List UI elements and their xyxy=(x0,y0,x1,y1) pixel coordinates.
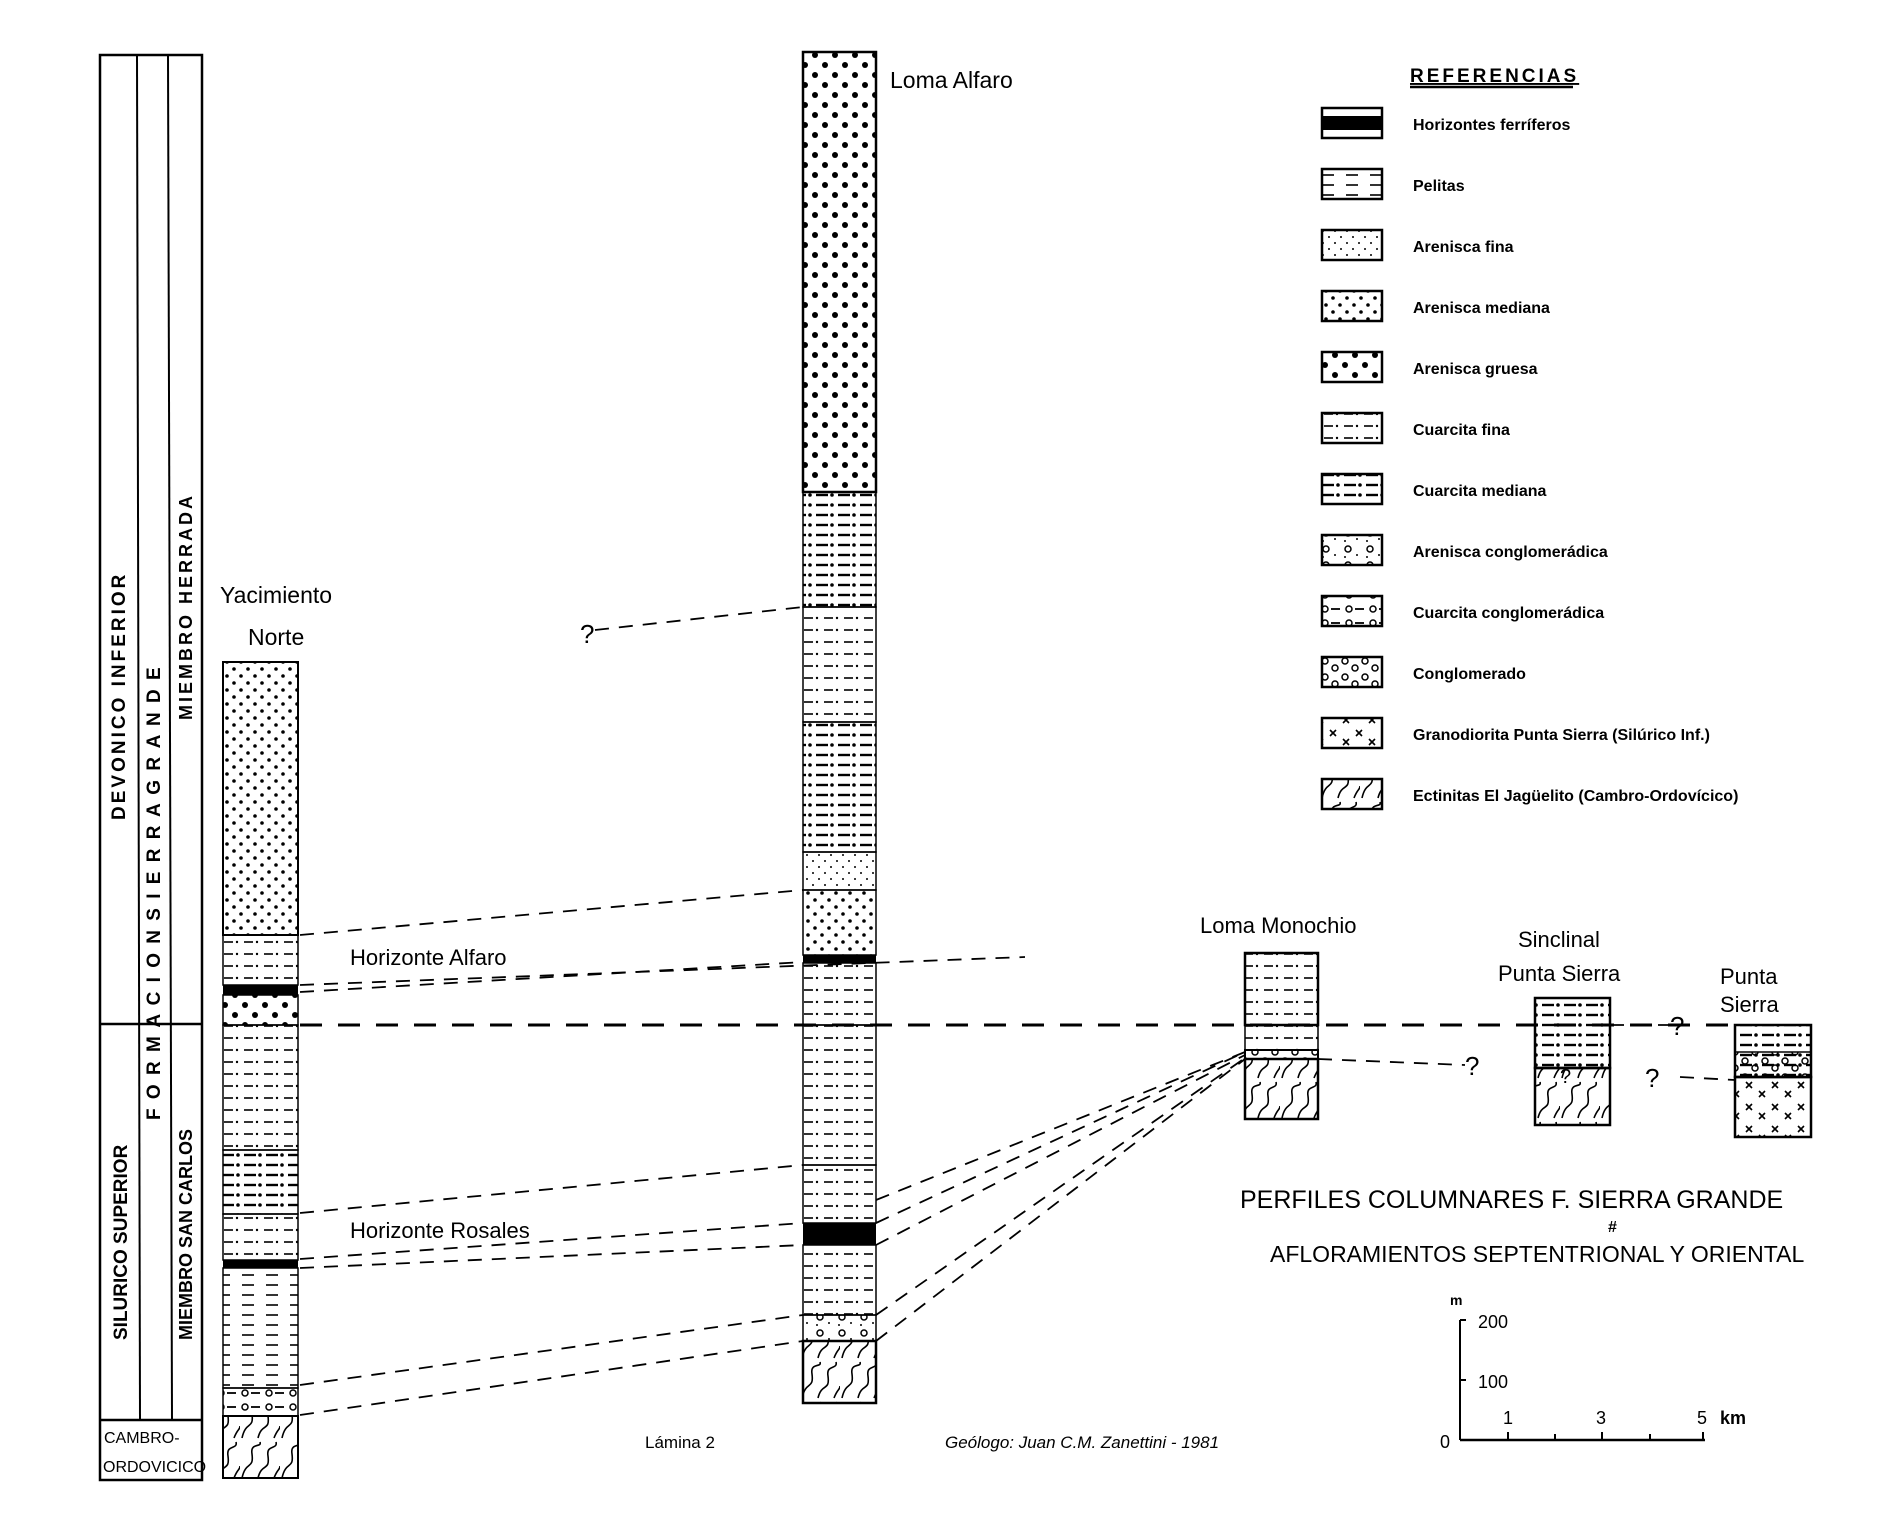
column-loma-monochio: Loma Monochio xyxy=(1200,913,1357,1121)
legend-swatch-ectinitas xyxy=(1320,777,1384,811)
question-mark: ? xyxy=(1645,1063,1659,1093)
label-cambro: CAMBRO- xyxy=(104,1430,180,1447)
scale-v-tick-100: 100 xyxy=(1478,1372,1508,1392)
legend-label: Horizontes ferríferos xyxy=(1413,117,1570,134)
legend-label: Cuarcita mediana xyxy=(1413,483,1546,500)
label-miembro-san-carlos: MIEMBRO SAN CARLOS xyxy=(176,1129,196,1340)
stratigraphic-frame: DEVONICO INFERIOR SILURICO SUPERIOR F O … xyxy=(98,53,206,1482)
label-devonico: DEVONICO INFERIOR xyxy=(109,572,130,820)
figure-title: PERFILES COLUMNARES F. SIERRA GRANDE # A… xyxy=(1240,1186,1804,1267)
scale-bar: m 0 100 200 1 3 5 km xyxy=(1440,1292,1746,1452)
title-mark: # xyxy=(1608,1219,1617,1236)
legend-item-pelitas: Pelitas xyxy=(1320,167,1465,201)
legend-swatch-band xyxy=(1322,116,1382,130)
horizonte-alfaro-label: Horizonte Alfaro xyxy=(350,945,507,970)
scale-v-tick-0: 0 xyxy=(1440,1432,1450,1452)
legend-label: Cuarcita conglomerádica xyxy=(1413,605,1604,622)
scale-h-tick-5: 5 xyxy=(1697,1408,1707,1428)
sinclinal-title-1: Sinclinal xyxy=(1518,927,1600,952)
question-mark: ? xyxy=(580,619,594,649)
scale-unit-km: km xyxy=(1720,1408,1746,1428)
legend-item-cuarcita-conglomeradica: Cuarcita conglomerádica xyxy=(1320,594,1604,628)
legend-swatch-pelitas xyxy=(1320,167,1384,201)
legend-item-arenisca-gruesa: Arenisca gruesa xyxy=(1320,350,1538,384)
question-mark: ? xyxy=(1670,1011,1684,1041)
legend-item-arenisca-mediana: Arenisca mediana xyxy=(1320,289,1550,323)
legend-label: Cuarcita fina xyxy=(1413,422,1510,439)
legend-swatch-arenisca-gruesa xyxy=(1320,350,1384,384)
legend-swatch-conglomerado xyxy=(1320,655,1384,689)
yacimiento-title-1: Yacimiento xyxy=(220,582,332,608)
scale-unit-m: m xyxy=(1450,1292,1462,1308)
column-loma-alfaro: Loma Alfaro xyxy=(801,50,1013,1405)
legend-item-conglomerado: Conglomerado xyxy=(1320,655,1526,689)
sinclinal-title-2: Punta Sierra xyxy=(1498,961,1621,986)
legend-label: Pelitas xyxy=(1413,178,1465,195)
legend-label: Ectinitas El Jagüelito (Cambro-Ordovícic… xyxy=(1413,788,1738,805)
legend-swatch-arenisca-fina xyxy=(1320,228,1384,262)
label-miembro-herrada: MIEMBRO HERRADA xyxy=(176,493,196,720)
loma-alfaro-title: Loma Alfaro xyxy=(890,67,1013,93)
legend-label: Arenisca fina xyxy=(1413,239,1514,256)
column-sinclinal-punta-sierra: Sinclinal Punta Sierra xyxy=(1498,927,1621,1127)
yacimiento-title-2: Norte xyxy=(248,624,304,650)
legend-item-arenisca-fina: Arenisca fina xyxy=(1320,228,1514,262)
legend-item-cuarcita-mediana: Cuarcita mediana xyxy=(1320,472,1546,506)
plate-number: Lámina 2 xyxy=(645,1433,715,1452)
label-ordovicico: ORDOVICICO xyxy=(103,1459,206,1476)
label-formacion: F O R M A C I O N S I E R R A G R A N D … xyxy=(144,665,165,1120)
scale-h-tick-1: 1 xyxy=(1503,1408,1513,1428)
legend-item-granodiorita: Granodiorita Punta Sierra (Silúrico Inf.… xyxy=(1320,716,1710,750)
title-line-1: PERFILES COLUMNARES F. SIERRA GRANDE xyxy=(1240,1186,1783,1214)
punta-sierra-title-1: Punta xyxy=(1720,964,1778,989)
loma-monochio-title: Loma Monochio xyxy=(1200,913,1357,938)
label-silurico: SILURICO SUPERIOR xyxy=(111,1144,132,1340)
legend-swatch-cuarcita-conglomeradica xyxy=(1320,594,1384,628)
legend-item-arenisca-conglomeradica: Arenisca conglomerádica xyxy=(1320,533,1608,567)
scale-v-tick-200: 200 xyxy=(1478,1312,1508,1332)
legend-label: Arenisca gruesa xyxy=(1413,361,1538,378)
legend-item-ferriferos: Horizontes ferríferos xyxy=(1320,106,1570,140)
horizonte-rosales-label: Horizonte Rosales xyxy=(350,1218,530,1243)
question-mark: ? xyxy=(1465,1051,1479,1081)
column-punta-sierra: Punta Sierra xyxy=(1720,964,1813,1139)
legend-item-ectinitas: Ectinitas El Jagüelito (Cambro-Ordovícic… xyxy=(1320,777,1738,811)
title-line-2: AFLORAMIENTOS SEPTENTRIONAL Y ORIENTAL xyxy=(1270,1241,1804,1267)
horizon-labels: Horizonte Alfaro Horizonte Rosales ? ? ?… xyxy=(350,619,1684,1243)
legend-swatch-cuarcita-mediana xyxy=(1320,472,1384,506)
legend-label: Arenisca mediana xyxy=(1413,300,1550,317)
legend: REFERENCIAS Horizontes ferríferosPelitas… xyxy=(1320,66,1738,811)
legend-label: Granodiorita Punta Sierra (Silúrico Inf.… xyxy=(1413,727,1710,744)
legend-swatch-arenisca-mediana xyxy=(1320,289,1384,323)
legend-item-cuarcita-fina: Cuarcita fina xyxy=(1320,411,1510,445)
legend-swatch-cuarcita-fina xyxy=(1320,411,1384,445)
column-yacimiento-norte: Yacimiento Norte xyxy=(220,582,332,1479)
legend-swatch-arenisca-conglomeradica xyxy=(1320,533,1384,567)
legend-title: REFERENCIAS xyxy=(1410,66,1579,87)
correlation-lines xyxy=(299,606,1736,1416)
legend-swatch-granodiorita xyxy=(1320,716,1384,750)
author-credit: Geólogo: Juan C.M. Zanettini - 1981 xyxy=(945,1433,1219,1452)
punta-sierra-title-2: Sierra xyxy=(1720,992,1779,1017)
scale-h-tick-3: 3 xyxy=(1596,1408,1606,1428)
question-mark: ? xyxy=(1560,1066,1571,1088)
legend-label: Arenisca conglomerádica xyxy=(1413,544,1608,561)
legend-label: Conglomerado xyxy=(1413,666,1526,683)
